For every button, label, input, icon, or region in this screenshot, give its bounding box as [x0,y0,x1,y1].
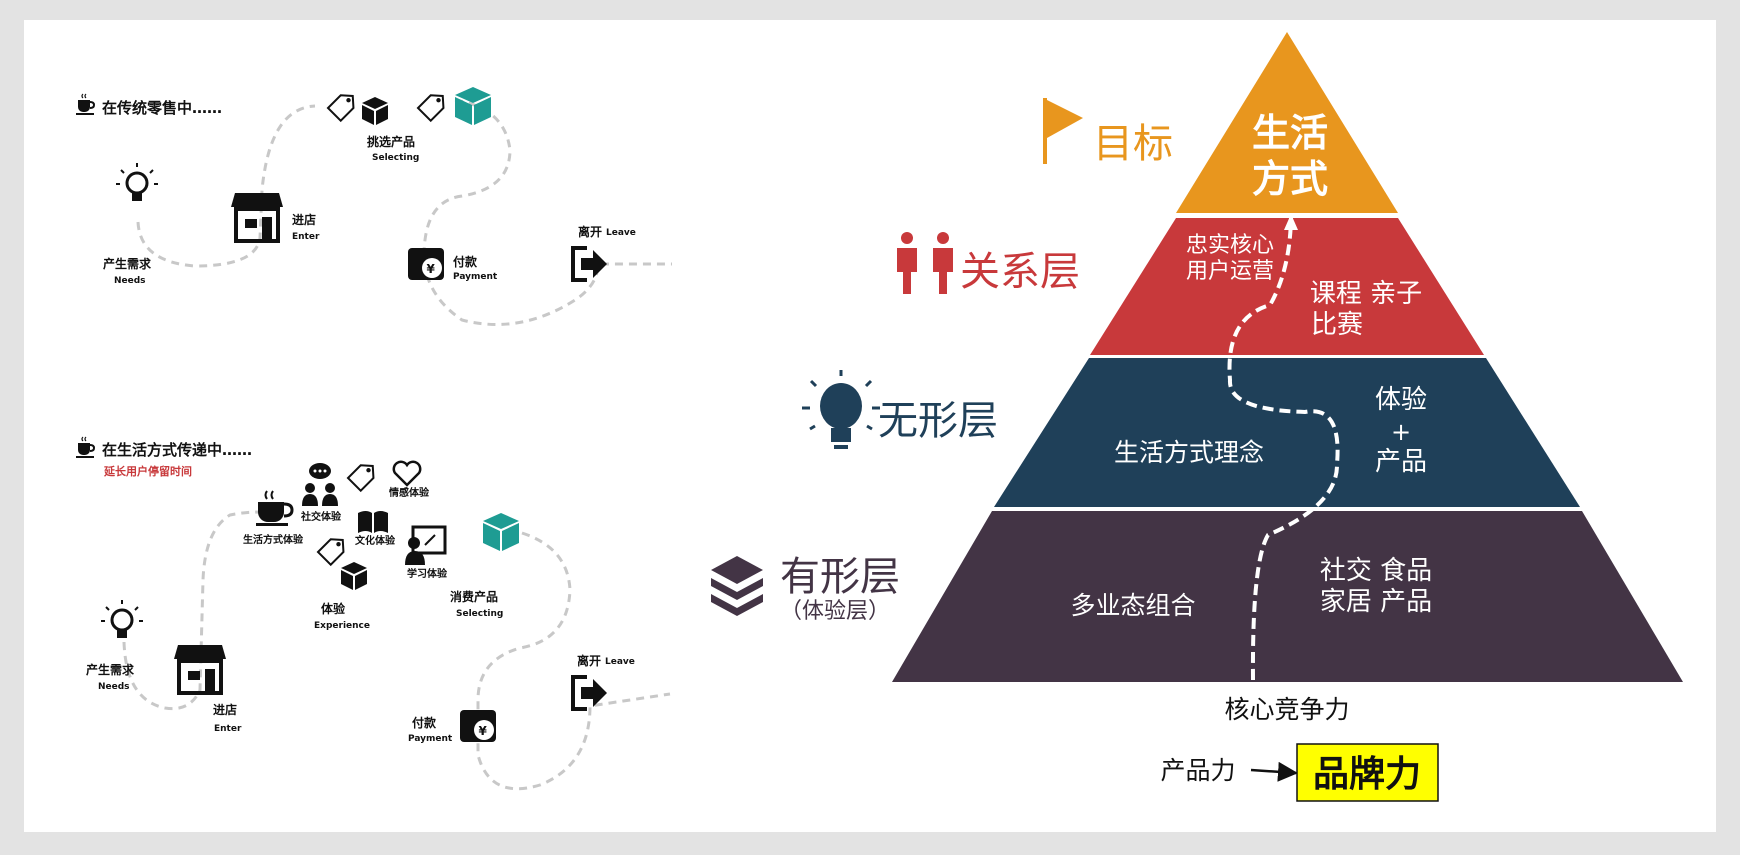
lightbulb-icon [802,370,880,449]
book-icon [358,511,388,533]
traditional-pay-en: Payment [453,272,498,282]
pyramid-relation-layer [1090,218,1484,355]
intangible-right-3: 产品 [1375,447,1427,477]
svg-text:¥: ¥ [479,724,488,738]
teal-box-icon [483,513,519,551]
layers-icon [711,556,763,616]
consume-en-label: Selecting [456,609,503,619]
traditional-needs-en: Needs [114,276,146,286]
store-icon [231,193,283,243]
lifestyle-pay-cn: 付款 [412,715,437,730]
lifestyle-heading: 在生活方式传递中…… [102,441,252,459]
exp-en-label: Experience [314,621,370,631]
coffee-cup-icon [256,490,294,526]
pyramid-intangible-layer [994,358,1580,507]
intangible-layer-label: 无形层 [878,398,998,444]
traditional-pay-cn: 付款 [453,254,478,269]
exit-icon [571,675,607,711]
lifestyle-needs-cn: 产生需求 [86,662,135,677]
teacher-icon [405,525,447,565]
social-icon [302,463,338,506]
payment-icon: ¥ [408,248,444,280]
coffee-icon [76,93,96,115]
lifestyle-pay-en: Payment [408,734,453,744]
growth-path [1227,217,1340,681]
pyramid: 生活 方式 忠实核心 用户运营 课程 亲子 比赛 生活方式理念 体验 + 产品 … [892,32,1683,802]
lifestyle-leave-cn: 离开 [577,653,601,668]
traditional-select-en: Selecting [372,153,419,163]
core-competence-label: 核心竞争力 [1224,695,1349,724]
heart-icon [392,460,422,487]
lifestyle-enter-cn: 进店 [213,702,237,717]
relation-people-icon [897,232,953,294]
lightbulb-icon [116,163,158,201]
intangible-right-1: 体验 [1375,385,1427,415]
top-line2: 方式 [1252,157,1328,201]
price-tag-icon [316,538,345,567]
lifestyle-flow: 在生活方式传递中…… 延长用户停留时间 产生需求 Needs 进店 Enter … [76,436,671,791]
flag-icon [1043,98,1083,164]
traditional-retail-flow: 在传统零售中…… 产生需求 Needs 进店 Enter [76,87,672,326]
pyramid-top-layer [1176,32,1398,213]
consume-cn-label: 消费产品 [450,589,498,604]
price-tag-icon [416,94,445,123]
lifestyle-journey-path [122,510,671,791]
growth-arrow-head [1284,214,1298,230]
exit-icon [571,246,607,282]
lightbulb-icon [101,600,143,638]
traditional-leave-en: Leave [606,228,636,238]
traditional-select-cn: 挑选产品 [367,134,415,149]
social-exp-label: 社交体验 [300,510,342,523]
price-tag-icon [326,94,355,123]
top-line1: 生活 [1252,111,1328,155]
coffee-icon [76,436,96,458]
payment-icon: ¥ [460,710,496,742]
goal-label: 目标 [1093,121,1173,167]
relation-layer-label: 关系层 [960,249,1080,295]
teal-box-icon [455,87,491,125]
price-tag-icon [346,464,375,493]
traditional-needs-cn: 产生需求 [103,256,152,271]
traditional-journey-path [136,98,672,326]
tangible-right-2: 家居 产品 [1320,587,1432,617]
intangible-left: 生活方式理念 [1114,438,1264,467]
traditional-leave-cn: 离开 [578,224,602,239]
box-icon [362,97,388,125]
lifestyle-subheading: 延长用户停留时间 [103,464,192,478]
power-arrow [1250,761,1298,782]
relation-left-1: 忠实核心 [1186,233,1274,258]
emotion-exp-label: 情感体验 [389,486,430,499]
product-power-label: 产品力 [1160,756,1235,785]
pyramid-tangible-layer [892,511,1683,682]
culture-exp-label: 文化体验 [355,534,396,547]
exp-cn-label: 体验 [321,601,346,616]
learning-exp-label: 学习体验 [407,567,448,580]
traditional-enter-en: Enter [292,232,320,242]
life-exp-label: 生活方式体验 [243,533,304,546]
intangible-right-2: + [1391,418,1411,446]
lifestyle-enter-en: Enter [214,724,242,734]
tangible-right-1: 社交 食品 [1320,556,1432,586]
brand-power-box [1296,743,1439,802]
tangible-layer-label: 有形层 [780,554,900,600]
relation-right-2: 比赛 [1311,310,1363,340]
traditional-enter-cn: 进店 [292,212,316,227]
layer-labels: 目标 关系层 无形层 有形层 （体验层） [711,98,1173,624]
relation-right-1: 课程 亲子 [1310,279,1422,309]
brand-power-label: 品牌力 [1313,754,1421,795]
relation-left-2: 用户运营 [1186,259,1274,284]
tangible-left: 多业态组合 [1070,591,1195,620]
svg-text:¥: ¥ [427,262,436,276]
store-icon [174,645,226,695]
lifestyle-leave-en: Leave [605,657,635,667]
traditional-heading: 在传统零售中…… [102,99,222,117]
lifestyle-needs-en: Needs [98,682,130,692]
tangible-layer-sublabel: （体验层） [780,599,890,624]
box-icon [341,562,367,590]
